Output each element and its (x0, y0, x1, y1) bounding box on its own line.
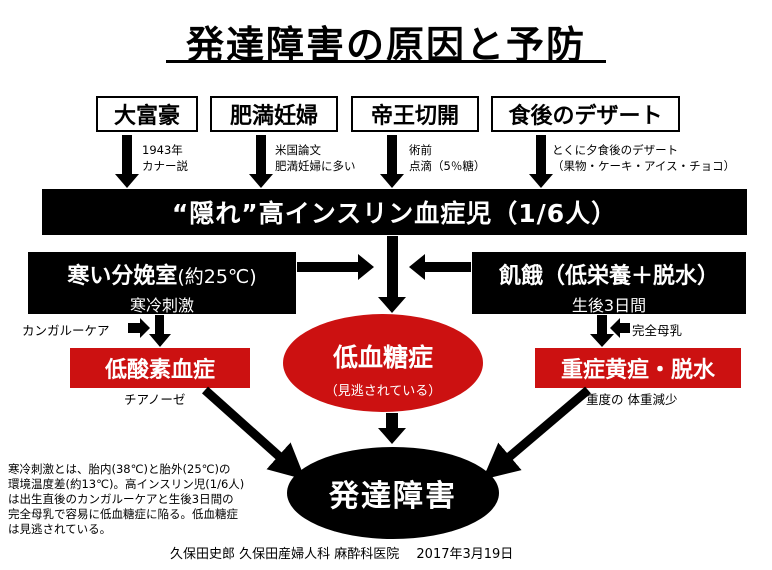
hypoglycemia-ellipse: 低血糖症 （見逃されている） (283, 314, 483, 412)
arrow-cold-to-hypoxemia (149, 315, 171, 347)
cause-note-obese-pregnant: 米国論文 肥満妊婦に多い (275, 142, 356, 174)
cold-delivery-room-box: 寒い分娩室(約25℃) 寒冷刺激 (28, 252, 296, 315)
kangaroo-care-label: カンガルーケア (22, 323, 110, 338)
arrow-starvation-to-jaundice (590, 315, 614, 347)
cold-room-temp: (約25℃) (177, 266, 257, 288)
outcome-label: 発達障害 (329, 479, 457, 514)
cause-label: 食後のデザート (508, 104, 663, 129)
weight-loss-label: 重度の 体重減少 (586, 392, 678, 407)
explanation-line: 完全母乳で容易に低血糖症に陥る。低血糖症 (8, 507, 238, 521)
title-underline (166, 60, 606, 63)
hypoglycemia-label: 低血糖症 (332, 343, 433, 372)
arrow-dessert (529, 135, 553, 188)
jaundice-label: 重症黄疸・脱水 (560, 358, 715, 383)
cause-label: 帝王切開 (370, 104, 459, 129)
starvation-box: 飢餓（低栄養＋脱水） 生後3日間 (472, 252, 746, 315)
note-line: とくに夕食後のデザート (552, 143, 679, 157)
arrow-starvation-to-center (409, 254, 471, 280)
arrow-cesarean (380, 135, 404, 188)
cause-label: 大富豪 (113, 104, 180, 129)
note-line: カナー説 (142, 159, 188, 173)
author-credit: 久保田史郎 久保田産婦人科 麻酔科医院 2017年3月19日 (170, 547, 514, 562)
note-line: 術前 (409, 143, 432, 157)
note-line: （果物・ケーキ・アイス・チョコ） (552, 159, 736, 173)
arrow-kangaroo (128, 318, 150, 338)
cause-note-wealthy: 1943年 カナー説 (142, 142, 188, 174)
arrow-cold-to-center (297, 254, 374, 280)
cause-label: 肥満妊婦 (229, 104, 318, 129)
cold-room-label: 寒い分娩室 (67, 264, 178, 289)
arrow-jaundice-to-outcome (482, 386, 591, 480)
arrow-wealthy (115, 135, 139, 188)
explanation-line: 寒冷刺激とは、胎内(38℃)と胎外(25℃)の (8, 462, 231, 476)
cause-box-wealthy: 大富豪 (96, 96, 198, 132)
arrow-hypoglycemia-to-outcome (378, 413, 406, 444)
arrow-bar-to-hypoglycemia (378, 236, 406, 313)
hidden-hyperinsulinemia-bar: “隠れ”高インスリン血症児（1/6人） (42, 189, 747, 235)
page-title: 発達障害の原因と予防 (185, 23, 586, 67)
cause-box-cesarean: 帝王切開 (351, 96, 479, 132)
hidden-bar-label: “隠れ”高インスリン血症児（1/6人） (171, 199, 618, 228)
cyanosis-label: チアノーゼ (124, 392, 186, 407)
arrow-obese (249, 135, 273, 188)
explanation-line: は出生直後のカンガルーケアと生後3日間の (8, 492, 234, 506)
hypoxemia-label: 低酸素血症 (104, 358, 215, 383)
note-line: 肥満妊婦に多い (275, 159, 356, 173)
developmental-disorder-ellipse: 発達障害 (287, 447, 499, 539)
cause-note-cesarean: 術前 点滴（5％糖） (409, 142, 485, 174)
arrow-breastfeeding (610, 318, 630, 338)
cause-box-obese-pregnant: 肥満妊婦 (210, 96, 338, 132)
starvation-period-label: 生後3日間 (571, 296, 647, 315)
explanation-line: は見逃されている。 (8, 522, 112, 536)
note-line: 点滴（5％糖） (409, 159, 486, 173)
hypoglycemia-sublabel: （見逃されている） (324, 384, 442, 399)
jaundice-dehydration-box: 重症黄疸・脱水 (535, 348, 741, 388)
cause-note-dessert: とくに夕食後のデザート （果物・ケーキ・アイス・チョコ） (552, 142, 735, 174)
cause-arrows (115, 135, 630, 444)
note-line: 1943年 (142, 143, 183, 157)
note-line: 米国論文 (275, 143, 321, 157)
hypoxemia-box: 低酸素血症 (70, 348, 250, 388)
cold-stimulus-label: 寒冷刺激 (129, 296, 194, 315)
arrow-hypoxemia-to-outcome (201, 386, 306, 480)
cause-box-dessert: 食後のデザート (491, 96, 680, 132)
starvation-label: 飢餓（低栄養＋脱水） (498, 264, 719, 289)
explanation-line: 環境温度差(約13℃)。高インスリン児(1/6人) (8, 477, 245, 491)
exclusive-breastfeeding-label: 完全母乳 (632, 323, 683, 338)
explanation-text: 寒冷刺激とは、胎内(38℃)と胎外(25℃)の 環境温度差(約13℃)。高インス… (8, 462, 276, 537)
